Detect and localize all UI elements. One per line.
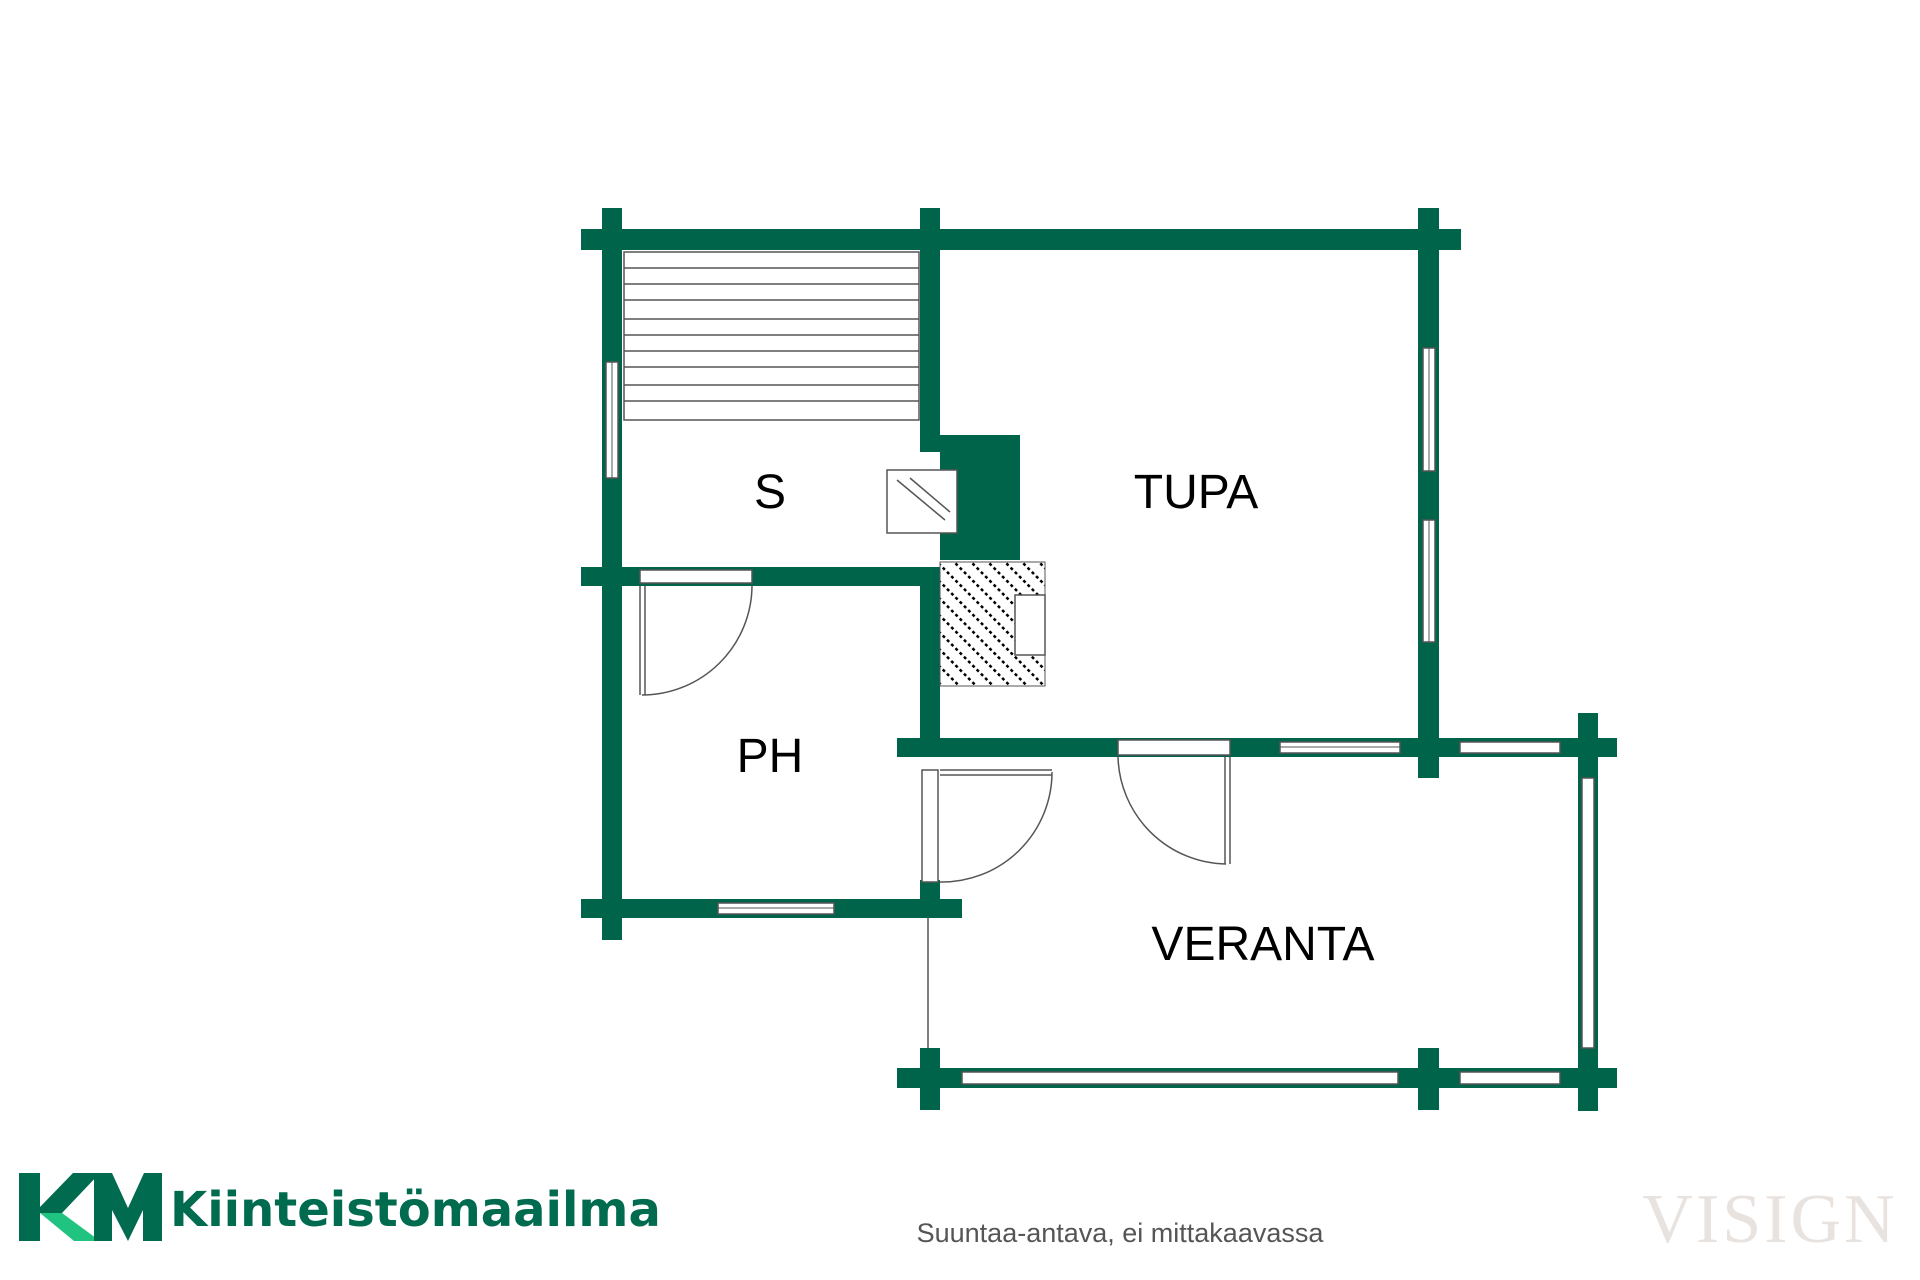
post-veranda-left: [920, 1048, 940, 1110]
door-swing-sauna: [641, 585, 753, 696]
corner-ph-right-v: [920, 880, 940, 918]
corner-tl-v: [602, 208, 622, 250]
veranda-opening-right: [1581, 777, 1595, 1049]
km-logo-icon: [19, 1173, 162, 1241]
door-swing-ph: [939, 771, 1053, 883]
plan-disclaimer: Suuntaa-antava, ei mittakaavassa: [917, 1218, 1325, 1248]
doors: [639, 585, 1231, 883]
door-gap-ph: [921, 769, 939, 883]
chimney-step: [920, 435, 940, 452]
brand-name: Kiinteistömaailma: [170, 1182, 661, 1238]
corner-top-mid-v: [920, 208, 940, 250]
corner-ph-left-h: [581, 899, 623, 918]
door-gap-sauna: [639, 569, 753, 584]
door-swing-tupa: [1117, 756, 1227, 865]
wall-sauna-tupa: [920, 208, 940, 452]
wall-ph-tupa: [920, 567, 940, 749]
veranda-opening-bottom-2: [1459, 1071, 1561, 1085]
wall-top: [581, 229, 1461, 250]
veranda-opening-bottom-1: [961, 1071, 1399, 1085]
wall-tupa-bottom: [897, 738, 1617, 757]
fireplace: [939, 561, 1046, 687]
wall-sauna-ph: [581, 567, 961, 586]
door-gap-tupa: [1117, 739, 1231, 756]
sauna-bench: [623, 251, 920, 421]
post-veranda-mid: [1418, 1048, 1439, 1110]
corner-tr-h: [1418, 229, 1460, 250]
room-label-tupa: TUPA: [1134, 466, 1258, 519]
wall-right-tupa: [1418, 208, 1439, 778]
room-label-sauna: S: [754, 466, 786, 519]
veranda-opening-top: [1459, 741, 1561, 754]
sauna-stove: [886, 469, 958, 534]
windows: [605, 347, 1595, 1085]
room-label-veranta: VERANTA: [1151, 918, 1374, 971]
room-label-pesuhuone: PH: [737, 730, 804, 783]
watermark-visign: VISIGN: [1642, 1181, 1897, 1258]
